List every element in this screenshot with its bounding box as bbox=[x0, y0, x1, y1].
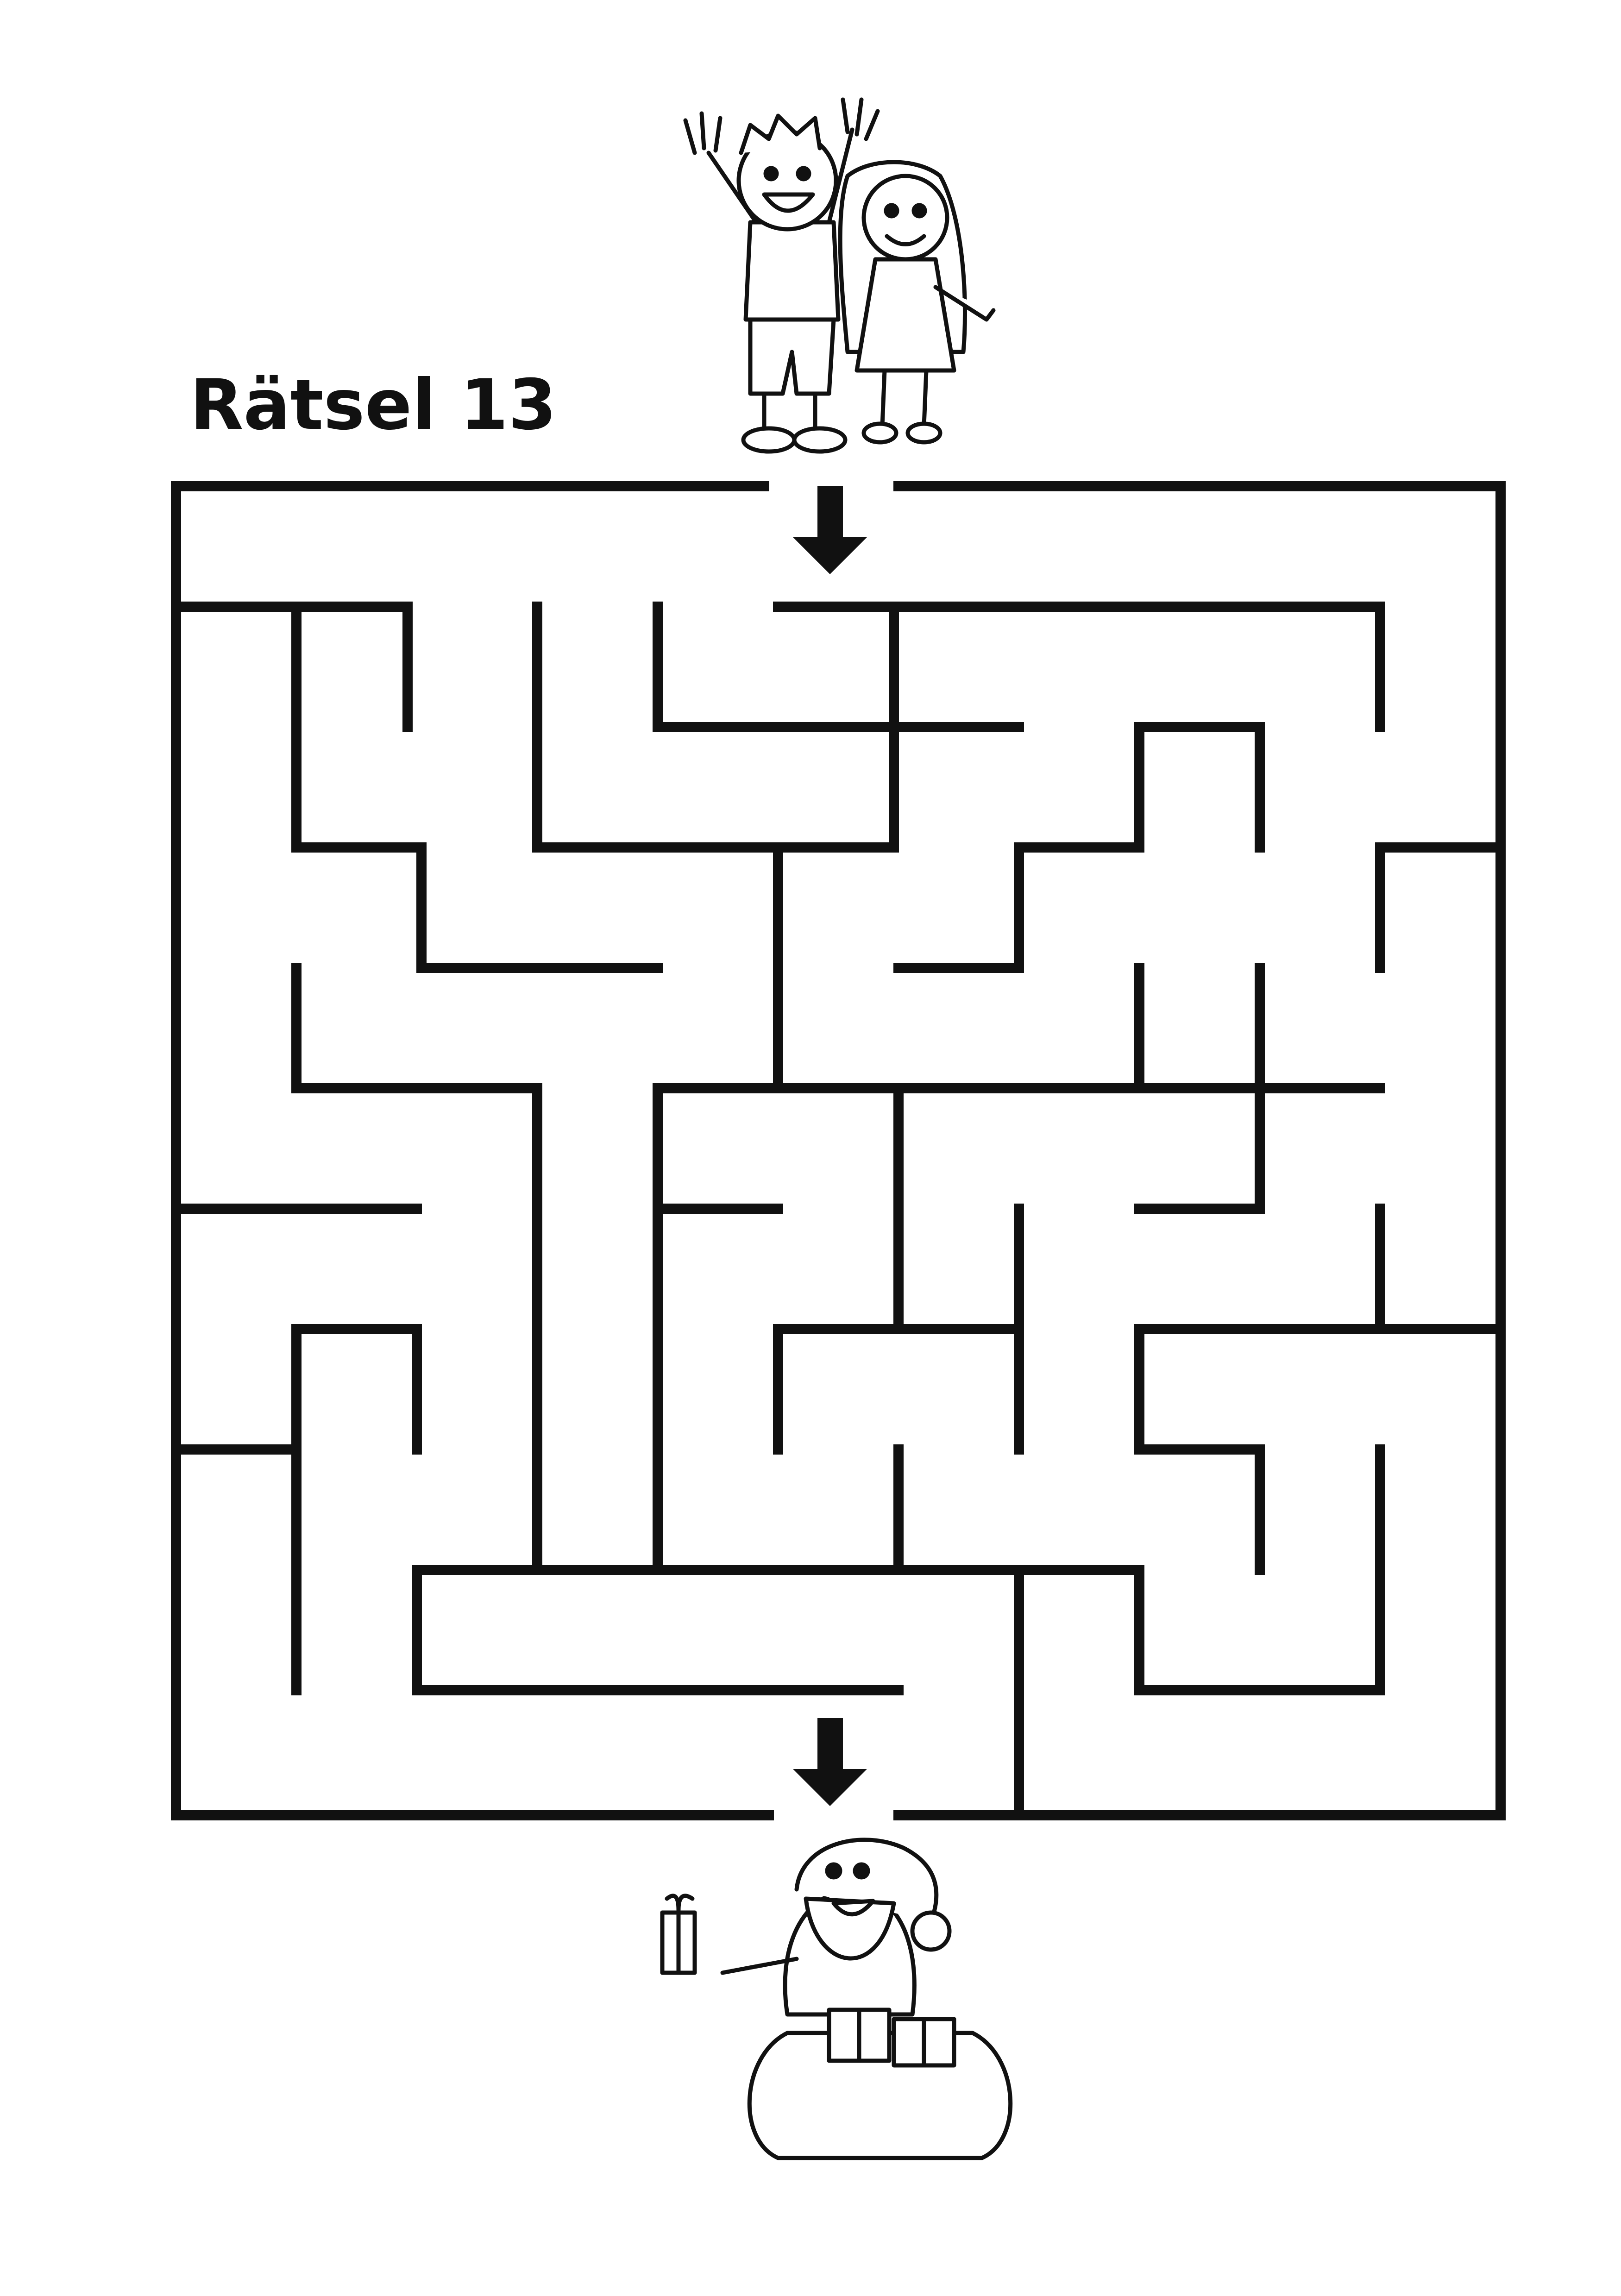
girl-head bbox=[861, 174, 949, 262]
santa-with-gift-sack-icon bbox=[660, 1838, 1013, 2160]
maze bbox=[171, 481, 1506, 1820]
girl-dress bbox=[854, 257, 956, 373]
boy-shirt bbox=[743, 220, 841, 322]
boy-shorts bbox=[748, 317, 836, 396]
santa-arm bbox=[720, 1957, 799, 1975]
puzzle-title: Rätsel 13 bbox=[190, 365, 557, 445]
entrance-arrow-icon bbox=[793, 486, 867, 574]
exit-arrow-icon bbox=[793, 1718, 867, 1806]
children-cheering-icon bbox=[683, 97, 996, 454]
santa-beard bbox=[804, 1896, 896, 1961]
santa-hat bbox=[794, 1838, 939, 1924]
